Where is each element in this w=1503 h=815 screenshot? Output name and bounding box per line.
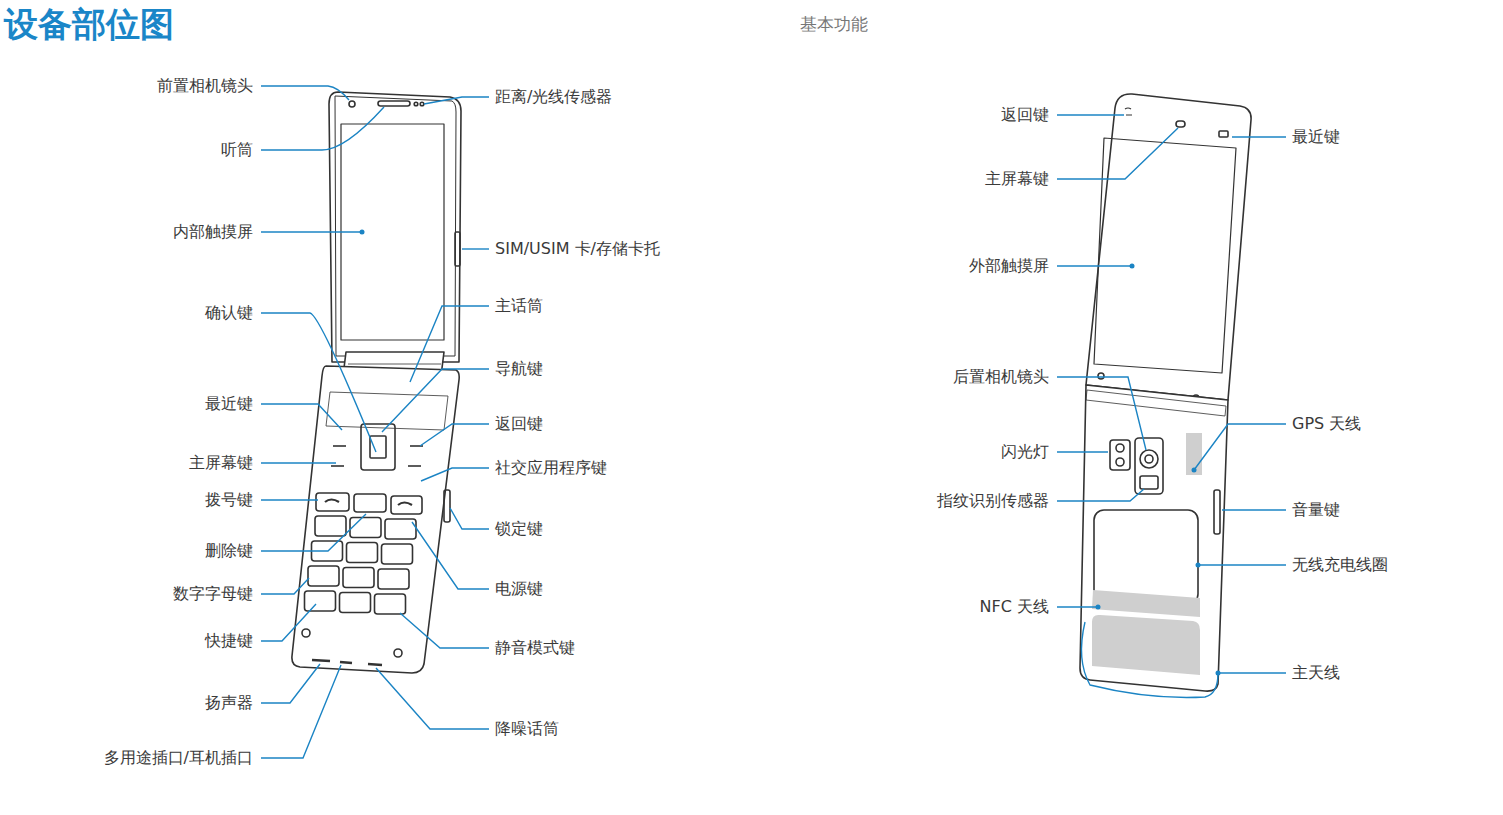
keypad-key [385, 519, 416, 539]
part-label: NFC 天线 [980, 597, 1049, 617]
part-label: 电源键 [495, 579, 543, 599]
keypad-key [378, 569, 409, 589]
keypad-key [305, 591, 336, 611]
part-label: 快捷键 [205, 631, 253, 651]
keypad-key [340, 593, 371, 613]
part-label: 主屏幕键 [189, 453, 253, 473]
part-label: 确认键 [205, 303, 253, 323]
part-label: 导航键 [495, 359, 543, 379]
part-label: 社交应用程序键 [495, 458, 607, 478]
page-title: 设备部位图 [4, 2, 174, 46]
part-label: 最近键 [205, 394, 253, 414]
part-label: 主天线 [1292, 663, 1340, 683]
keypad-key [343, 568, 374, 588]
keypad-key [315, 516, 346, 536]
part-label: 听筒 [221, 140, 253, 160]
keypad-key [382, 544, 413, 564]
part-label: 降噪话筒 [495, 719, 559, 739]
part-label: 闪光灯 [1001, 442, 1049, 462]
part-label: 拨号键 [205, 490, 253, 510]
part-label: 内部触摸屏 [173, 222, 253, 242]
part-label: 锁定键 [495, 519, 543, 539]
keypad-key [308, 566, 339, 586]
part-label: 返回键 [495, 414, 543, 434]
part-label: 返回键 [1001, 105, 1049, 125]
part-label: 主屏幕键 [985, 169, 1049, 189]
part-label: 外部触摸屏 [969, 256, 1049, 276]
part-label: 无线充电线圈 [1292, 555, 1388, 575]
section-header: 基本功能 [800, 14, 868, 34]
part-label: GPS 天线 [1292, 414, 1361, 434]
part-label: 多用途插口/耳机插口 [104, 748, 253, 768]
part-label: 数字字母键 [173, 584, 253, 604]
part-label: 最近键 [1292, 127, 1340, 147]
part-label: 距离/光线传感器 [495, 87, 612, 107]
part-label: 指纹识别传感器 [937, 491, 1049, 511]
keypad-key [350, 518, 381, 538]
keypad-key [347, 543, 378, 563]
part-label: 后置相机镜头 [953, 367, 1049, 387]
part-label: SIM/USIM 卡/存储卡托 [495, 239, 660, 259]
part-label: 主话筒 [495, 296, 543, 316]
part-label: 静音模式键 [495, 638, 575, 658]
part-label: 删除键 [205, 541, 253, 561]
part-label: 扬声器 [205, 693, 253, 713]
part-label: 前置相机镜头 [157, 76, 253, 96]
part-label: 音量键 [1292, 500, 1340, 520]
keypad-key [375, 594, 406, 614]
